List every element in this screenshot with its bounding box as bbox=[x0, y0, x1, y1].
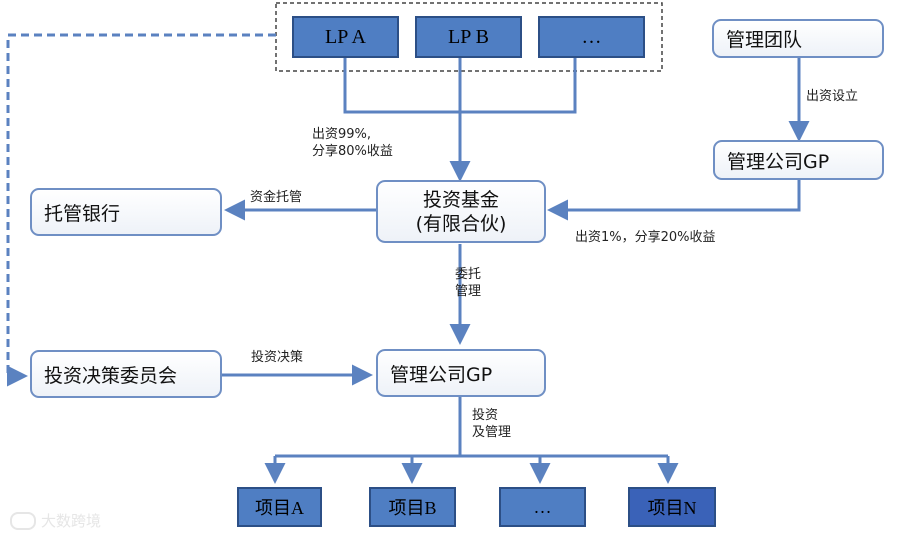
invest-manage-line-1: 投资 bbox=[472, 408, 499, 423]
project-more-label: … bbox=[533, 496, 552, 517]
watermark-text: 大数跨境 bbox=[41, 512, 102, 530]
custodian-bank-box: 托管银行 bbox=[30, 188, 222, 236]
lp-contribution-line-2: 分享80%收益 bbox=[312, 144, 393, 159]
invest-manage-line-2: 及管理 bbox=[472, 425, 512, 440]
custodian-bank-label: 托管银行 bbox=[44, 202, 121, 225]
entrust-line-1: 委托 bbox=[455, 267, 482, 282]
project-n-box: 项目N bbox=[628, 487, 716, 527]
project-a-label: 项目A bbox=[255, 498, 304, 518]
lp-contribution-label: 出资99%, 分享80%收益 bbox=[312, 126, 393, 160]
investment-fund-title: 投资基金 bbox=[422, 188, 499, 211]
management-company-gp-top-label: 管理公司GP bbox=[727, 150, 830, 173]
lp-group-dashed-frame bbox=[275, 2, 663, 72]
management-team-label: 管理团队 bbox=[726, 29, 803, 51]
project-n-label: 项目N bbox=[647, 498, 697, 518]
project-b-label: 项目B bbox=[388, 498, 437, 518]
project-more-box: … bbox=[499, 487, 586, 527]
lp-more-box: … bbox=[538, 16, 645, 58]
entrust-management-label: 委托 管理 bbox=[455, 266, 481, 300]
capital-setup-label: 出资设立 bbox=[806, 89, 859, 104]
investment-decision-label: 投资决策 bbox=[251, 350, 304, 365]
management-company-gp-middle-box: 管理公司GP bbox=[376, 349, 546, 397]
watermark: 大数跨境 bbox=[10, 510, 101, 531]
watermark-logo-icon bbox=[10, 511, 36, 530]
investment-committee-box: 投资决策委员会 bbox=[30, 350, 222, 398]
management-company-gp-top-box: 管理公司GP bbox=[713, 140, 884, 180]
lp-contribution-line-1: 出资99%, bbox=[312, 127, 372, 142]
gp-to-fund-arrow bbox=[547, 178, 801, 221]
management-team-box: 管理团队 bbox=[712, 19, 884, 58]
lp-to-committee-dashed-arrow bbox=[6, 33, 276, 387]
management-company-gp-middle-label: 管理公司GP bbox=[390, 363, 493, 386]
lp-a-box: LP A bbox=[292, 16, 399, 58]
investment-committee-label: 投资决策委员会 bbox=[44, 364, 178, 387]
project-a-box: 项目A bbox=[237, 487, 322, 527]
lp-more-label: … bbox=[581, 25, 602, 48]
investment-fund-box: 投资基金 (有限合伙) bbox=[376, 180, 546, 243]
entrust-line-2: 管理 bbox=[455, 284, 482, 299]
lp-b-box: LP B bbox=[415, 16, 522, 58]
investment-fund-subtitle: (有限合伙) bbox=[415, 212, 507, 235]
lp-a-label: LP A bbox=[325, 25, 366, 48]
project-b-box: 项目B bbox=[369, 487, 456, 527]
lp-b-label: LP B bbox=[448, 25, 489, 48]
invest-manage-label: 投资 及管理 bbox=[472, 407, 511, 441]
gp-contribution-label: 出资1%，分享20%收益 bbox=[575, 230, 716, 245]
fund-custody-label: 资金托管 bbox=[250, 190, 303, 205]
